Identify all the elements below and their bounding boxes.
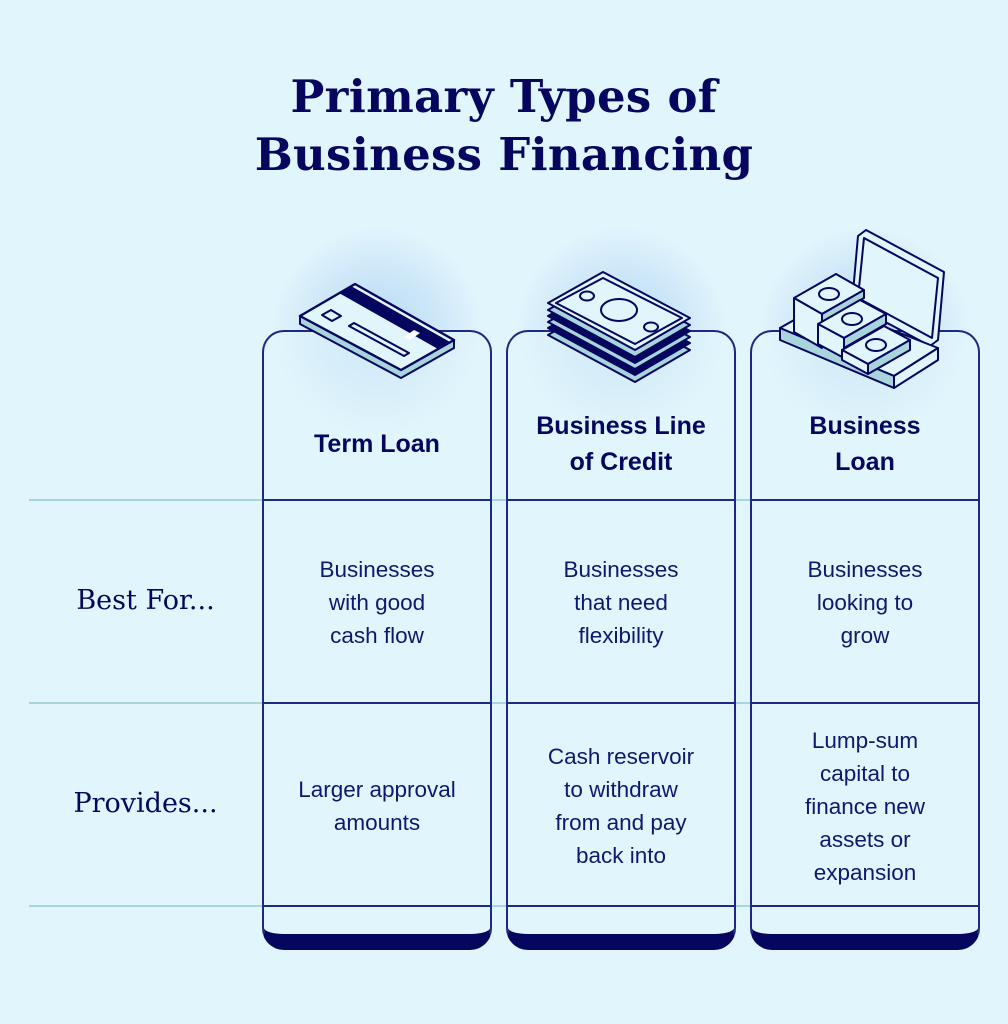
column-business-line-of-credit: Business Line of Credit Businesses that …	[506, 330, 736, 950]
cell-divider	[508, 499, 734, 501]
column-title: Business Line of Credit	[536, 412, 706, 476]
title-line-1: Primary Types of	[290, 70, 718, 123]
column-term-loan: Term Loan Businesses with good cash flow…	[262, 330, 492, 950]
column-title: Term Loan	[314, 430, 440, 458]
cell-divider	[752, 499, 978, 501]
cell-divider	[752, 905, 978, 907]
row-divider	[29, 905, 980, 907]
row-divider	[29, 702, 980, 704]
row-label-provides: Provides...	[73, 788, 218, 819]
best-for-text: Businesses looking to grow	[807, 557, 923, 648]
row-divider	[29, 499, 980, 501]
money-briefcase-icon	[779, 229, 945, 389]
cell-divider	[264, 905, 490, 907]
column-title: Business Loan	[809, 412, 921, 476]
cell-divider	[508, 702, 734, 704]
cash-stack-icon	[547, 271, 691, 383]
cell-divider	[508, 905, 734, 907]
provides-text: Larger approval amounts	[298, 777, 456, 835]
cell-divider	[752, 702, 978, 704]
cell-divider	[264, 702, 490, 704]
provides-text: Lump-sum capital to finance new assets o…	[804, 728, 926, 885]
row-label-best-for: Best For...	[76, 585, 215, 616]
page-title: Primary Types of Business Financing	[0, 68, 1008, 184]
best-for-text: Businesses that need flexibility	[563, 557, 679, 648]
best-for-text: Businesses with good cash flow	[319, 557, 435, 648]
cell-divider	[264, 499, 490, 501]
credit-card-icon	[298, 282, 456, 379]
column-business-loan: Business Loan Businesses looking to grow…	[750, 330, 980, 950]
title-line-2: Business Financing	[254, 128, 754, 181]
provides-text: Cash reservoir to withdraw from and pay …	[547, 744, 695, 868]
